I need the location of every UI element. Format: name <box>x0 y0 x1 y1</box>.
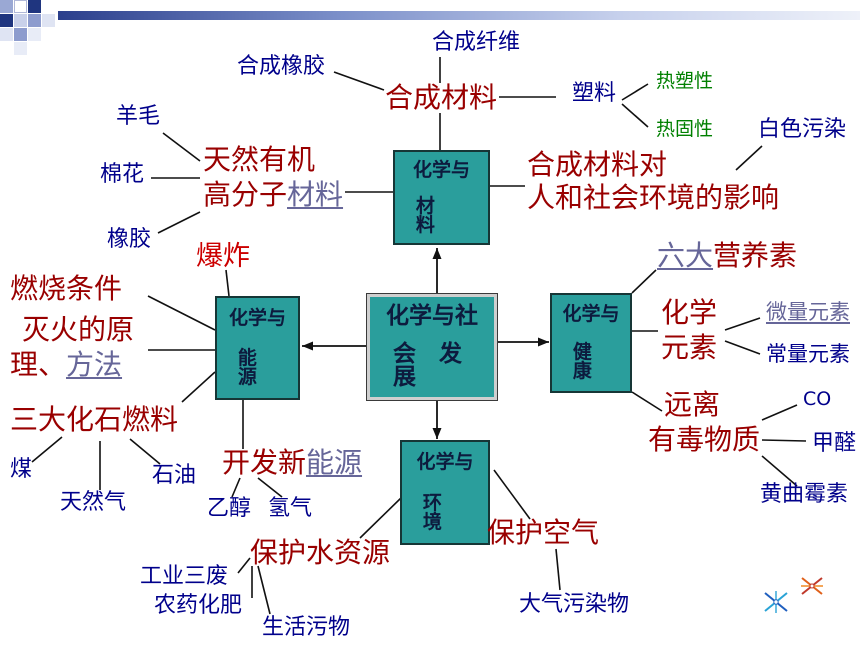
pesticides-fertilizers-label: 农药化肥 <box>154 593 243 618</box>
connector-rubber <box>157 211 201 234</box>
impact-label-line2: 人和社会环境的影响 <box>527 181 780 214</box>
topic-box-line1: 化学与 <box>562 302 620 325</box>
center-topic-box: 化学与社 会发展 <box>367 294 497 400</box>
connector-combustion <box>147 295 216 331</box>
chemical-elements-line2: 元素 <box>661 331 718 364</box>
synthetic-materials-label: 合成材料 <box>385 81 498 114</box>
fossil-fuels-label: 三大化石燃料 <box>10 403 179 436</box>
explosion-label: 爆炸 <box>196 241 250 272</box>
connector-synthetic-rubber <box>333 71 385 91</box>
synthetic-fiber-label: 合成纤维 <box>432 30 521 55</box>
connector-ethanol <box>231 477 241 498</box>
extinguish-line2: 理、方法 <box>10 351 122 379</box>
cotton-label: 棉花 <box>100 162 145 187</box>
connector-explosion <box>225 269 230 297</box>
plastic-label: 塑料 <box>572 81 617 106</box>
synthetic-rubber-label: 合成橡胶 <box>237 54 326 79</box>
checker-squares-decoration <box>0 0 55 55</box>
topic-box-line2: 能源 <box>237 347 278 389</box>
connector-fossil-fuels <box>181 371 216 403</box>
toxins-line1: 远离 <box>664 388 721 421</box>
new-energy-prefix: 开发新 <box>222 446 307 479</box>
six-major-link[interactable]: 六大 <box>657 239 714 272</box>
method-link[interactable]: 方法 <box>66 348 123 381</box>
topic-box-materials: 化学与 材料 <box>393 150 490 245</box>
toxins-line2: 有毒物质 <box>648 423 761 456</box>
combustion-conditions-label: 燃烧条件 <box>10 272 123 305</box>
topic-box-energy: 化学与 能源 <box>215 296 300 400</box>
connector-industrial-waste <box>237 557 251 574</box>
topic-box-line2: 环境 <box>422 492 463 533</box>
extinguish-prefix: 理、 <box>10 348 67 381</box>
topic-box-environment: 化学与 环境 <box>400 440 490 545</box>
connector-coal <box>31 436 63 463</box>
connector-petroleum <box>129 438 161 465</box>
connector-hydrogen <box>257 477 283 498</box>
formaldehyde-label: 甲醛 <box>812 431 857 456</box>
air-pollutants-label: 大气污染物 <box>519 592 630 617</box>
hydrogen-label: 氢气 <box>268 496 313 521</box>
topic-box-line1: 化学与 <box>412 158 470 181</box>
sparkle-icon <box>764 591 788 613</box>
natural-polymer-prefix: 高分子 <box>203 178 288 211</box>
connector-formaldehyde <box>761 439 807 442</box>
petroleum-label: 石油 <box>152 463 197 488</box>
topic-box-line1: 化学与 <box>416 451 474 473</box>
natural-polymer-line2: 高分子材料 <box>203 181 343 209</box>
protect-water-label: 保护水资源 <box>250 536 391 569</box>
connector-protect-water <box>359 496 403 539</box>
white-pollution-label: 白色污染 <box>758 117 847 142</box>
trace-elements-link[interactable]: 微量元素 <box>766 300 850 324</box>
thermosetting-label: 热固性 <box>656 118 714 140</box>
new-energy-label: 开发新能源 <box>222 449 362 477</box>
thermoplastic-label: 热塑性 <box>656 70 714 92</box>
chemical-elements-line1: 化学 <box>661 296 718 329</box>
wool-label: 羊毛 <box>116 104 161 129</box>
connector-co <box>761 404 798 421</box>
connector-thermoplastic <box>621 83 649 101</box>
connector-trace-elements <box>724 317 761 331</box>
protect-air-label: 保护空气 <box>487 516 600 549</box>
connector-nutrients <box>631 269 657 294</box>
connector-white-pollution <box>735 145 763 171</box>
connector-protect-air <box>493 469 531 520</box>
macro-elements-label: 常量元素 <box>766 342 850 366</box>
center-topic-line2: 会发展 <box>393 341 485 391</box>
nutrients-suffix: 营养素 <box>713 239 798 272</box>
center-topic-line1: 化学与社 <box>386 302 478 329</box>
domestic-waste-label: 生活污物 <box>262 615 351 640</box>
topic-box-line2: 材料 <box>415 194 456 236</box>
connector-toxins <box>631 391 663 412</box>
connector-air-pollutants <box>555 548 561 591</box>
extinguish-line1: 灭火的原 <box>22 313 135 346</box>
connector-thermosetting <box>621 103 649 128</box>
connector-macro-elements <box>724 340 761 355</box>
energy-link[interactable]: 能源 <box>306 446 363 479</box>
header-bar-decoration <box>58 11 860 20</box>
materials-link[interactable]: 材料 <box>287 178 344 211</box>
connector-domestic-waste <box>257 565 271 615</box>
connector-wool <box>162 132 201 162</box>
nutrients-label: 六大营养素 <box>657 242 797 270</box>
topic-box-line2: 健康 <box>572 341 613 383</box>
natural-polymer-line1: 天然有机 <box>203 143 316 176</box>
aflatoxin-label: 黄曲霉素 <box>760 482 849 507</box>
carbon-monoxide-label: CO <box>803 388 832 410</box>
sparkle-icon <box>801 577 823 595</box>
impact-label-line1: 合成材料对 <box>527 148 668 181</box>
ethanol-label: 乙醇 <box>207 496 252 521</box>
topic-box-line1: 化学与 <box>228 306 286 329</box>
coal-label: 煤 <box>10 457 33 482</box>
topic-box-health: 化学与 健康 <box>550 293 632 393</box>
industrial-waste-label: 工业三废 <box>140 564 229 589</box>
natural-gas-label: 天然气 <box>60 490 127 515</box>
rubber-label: 橡胶 <box>107 227 152 252</box>
